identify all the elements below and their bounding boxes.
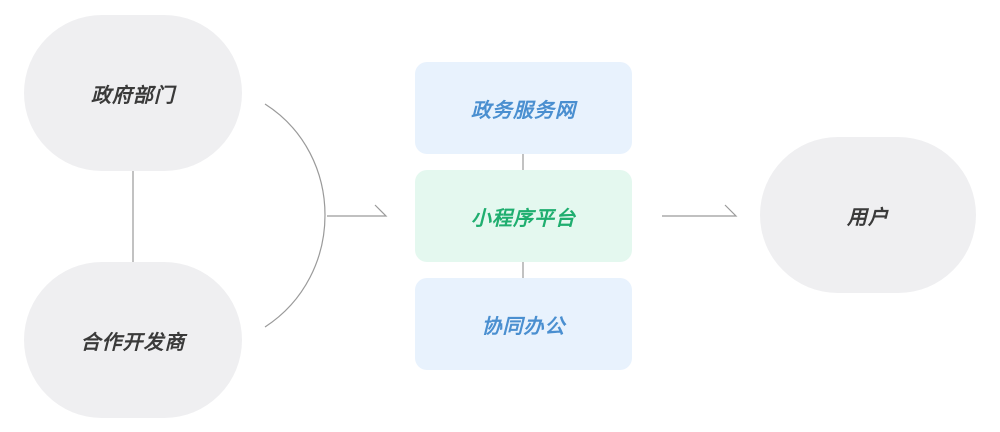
user-label: 用户	[847, 204, 889, 229]
service-network-node: 政务服务网	[415, 62, 632, 154]
arrow-to-platform	[327, 204, 388, 217]
mini-program-platform-label: 小程序平台	[471, 205, 576, 230]
government-node: 政府部门	[24, 15, 242, 171]
merge-arc	[264, 103, 326, 328]
service-network-label: 政务服务网	[471, 97, 576, 122]
mini-program-platform-node: 小程序平台	[415, 170, 632, 262]
developer-label: 合作开发商	[80, 329, 186, 354]
collaborative-office-label: 协同办公	[481, 313, 566, 338]
collaborative-office-node: 协同办公	[415, 278, 632, 370]
arrow-to-user	[662, 204, 738, 217]
user-node: 用户	[760, 137, 976, 293]
government-label: 政府部门	[91, 82, 175, 107]
developer-node: 合作开发商	[24, 262, 242, 418]
